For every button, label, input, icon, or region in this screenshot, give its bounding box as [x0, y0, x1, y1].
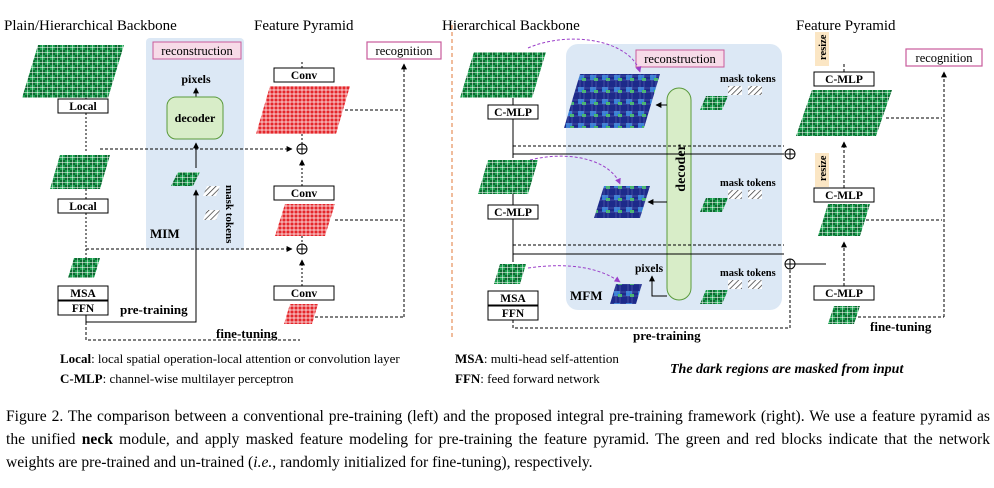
right-token-map-3 — [700, 290, 728, 304]
left-map-stage2 — [50, 155, 110, 189]
right-purple-arrow-1 — [527, 38, 642, 73]
right-ffn-label: FFN — [502, 308, 525, 320]
left-recognition-label: recognition — [376, 44, 434, 58]
left-input-map — [22, 45, 124, 98]
right-mask-tokens-label-2: mask tokens — [720, 178, 776, 189]
right-purple-arrow-3 — [527, 265, 621, 283]
left-reconstruction-box — [152, 41, 242, 60]
right-mask-tokens-label-3: mask tokens — [720, 268, 776, 279]
left-pyramid-level-1 — [256, 86, 350, 134]
right-map-stage2 — [478, 160, 538, 194]
right-pyramid-title: Feature Pyramid — [796, 18, 896, 34]
left-finetuning-path — [85, 322, 300, 341]
right-reconstruction-box — [635, 49, 725, 68]
left-map-stage3 — [68, 258, 100, 278]
right-cmlp-label-1: C-MLP — [494, 107, 532, 119]
left-conv-label-2: Conv — [291, 188, 317, 200]
right-pyramid-level-2 — [818, 204, 870, 236]
left-pyramid-level-3 — [284, 304, 318, 324]
right-purple-arrow-2 — [529, 155, 621, 185]
right-reconstruction-map-3 — [610, 284, 642, 304]
right-token-map-1 — [700, 96, 728, 110]
left-reconstruction-label: reconstruction — [161, 44, 233, 58]
right-reconstruction-map-2 — [594, 186, 650, 218]
left-decoder-box — [166, 96, 224, 140]
left-small-feature-map — [171, 172, 200, 186]
left-local-label-2: Local — [69, 201, 96, 213]
right-resize-label-1: resize — [818, 34, 829, 60]
right-pyramid-cmlp-label-1: C-MLP — [825, 74, 863, 86]
right-pyramid-cmlp-label-2: C-MLP — [825, 190, 863, 202]
legend-local: Local: local spatial operation-local att… — [60, 351, 400, 366]
left-mask-token-2 — [203, 210, 220, 220]
right-pyramid-cmlp-label-3: C-MLP — [825, 288, 863, 300]
right-msa-label: MSA — [500, 293, 526, 305]
left-local-box-2 — [57, 198, 109, 214]
left-local-label-1: Local — [69, 101, 96, 113]
left-local-box-1 — [57, 98, 109, 114]
left-conv-box-1 — [273, 67, 335, 83]
left-pretraining-path — [85, 189, 199, 323]
left-msa-box — [57, 285, 109, 301]
left-pretraining-label: pre-training — [120, 302, 188, 317]
right-masked-note: The dark regions are masked from input — [670, 362, 904, 377]
legend-ffn: FFN: feed forward network — [455, 371, 600, 386]
left-msa-label: MSA — [70, 288, 96, 300]
left-conv-box-3 — [273, 285, 335, 301]
right-finetuning-label: fine-tuning — [870, 319, 932, 334]
right-recognition-box — [905, 48, 983, 67]
left-pyramid-level-2 — [275, 204, 335, 236]
left-mim-label: MIM — [150, 226, 180, 241]
right-mask-tokens-label-1: mask tokens — [720, 74, 776, 85]
left-mask-token-1 — [203, 186, 220, 196]
left-mask-tokens-label: mask tokens — [223, 185, 235, 244]
left-ffn-label: FFN — [72, 303, 95, 315]
right-backbone-title: Hierarchical Backbone — [442, 18, 580, 34]
left-recognition-box — [366, 41, 442, 60]
left-pyramid-title: Feature Pyramid — [254, 18, 354, 34]
left-conv-label-3: Conv — [291, 288, 317, 300]
left-conv-label-1: Conv — [291, 70, 317, 82]
left-finetuning-label: fine-tuning — [216, 326, 278, 341]
left-ffn-box — [57, 300, 109, 316]
right-resize-label-2: resize — [818, 155, 829, 181]
right-mfm-label: MFM — [570, 288, 602, 303]
right-reconstruction-map-1 — [564, 74, 660, 128]
right-token-map-2 — [700, 198, 728, 212]
right-decoder-box — [666, 87, 692, 301]
right-msa-box — [487, 290, 539, 306]
right-reconstruction-label: reconstruction — [644, 52, 716, 66]
right-pixels-label: pixels — [635, 263, 664, 275]
right-map-stage3 — [494, 264, 526, 284]
right-pyramid-level-1 — [796, 90, 892, 136]
right-input-map — [460, 52, 546, 98]
left-pixels-label: pixels — [181, 72, 211, 86]
right-decoder-label: decoder — [674, 144, 689, 191]
right-pyramid-level-3 — [828, 306, 860, 324]
left-backbone-title: Plain/Hierarchical Backbone — [4, 18, 177, 34]
legend-msa: MSA: multi-head self-attention — [455, 351, 619, 366]
right-resize-box-1 — [815, 32, 829, 66]
figure-caption: Figure 2. The comparison between a conve… — [6, 408, 990, 471]
right-recognition-label: recognition — [916, 51, 974, 65]
right-resize-box-2 — [815, 153, 829, 187]
right-pretraining-path — [512, 268, 791, 329]
right-cmlp-label-2: C-MLP — [494, 207, 532, 219]
right-pretraining-label: pre-training — [633, 328, 701, 343]
left-decoder-label: decoder — [175, 111, 216, 125]
left-conv-box-2 — [273, 185, 335, 201]
legend-cmlp: C-MLP: channel-wise multilayer perceptro… — [60, 371, 294, 386]
figure-2-diagram: Plain/Hierarchical Backbone Feature Pyra… — [4, 18, 983, 386]
